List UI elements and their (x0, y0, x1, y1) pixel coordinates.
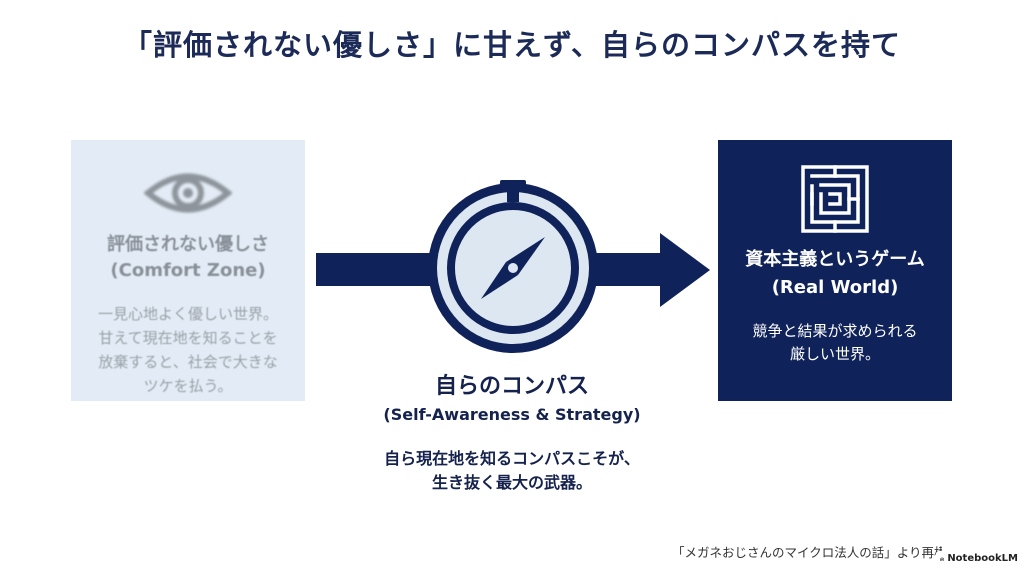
real-world-description: 競争と結果が求められる 厳しい世界。 (718, 320, 952, 366)
arrow-head (660, 233, 710, 307)
notebooklm-logo-icon (940, 557, 945, 561)
comfort-title: 評価されない優しさ (107, 234, 269, 255)
real-world-title: 資本主義というゲーム (745, 249, 925, 270)
comfort-description: 一見心地よく優しい世界。 甘えて現在地を知ることを 放棄すると、社会で大きな ツ… (79, 302, 297, 398)
compass-subheading: (Self-Awareness & Strategy) (383, 405, 641, 424)
real-world-subtitle: (Real World) (771, 277, 899, 298)
compass-line: 自ら現在地を知るコンパスこそが、 (384, 449, 640, 468)
comfort-line: 放棄すると、社会で大きな (98, 353, 278, 371)
comfort-line: 一見心地よく優しい世界。 (97, 305, 278, 323)
eye-icon (144, 173, 232, 213)
comfort-zone-card: 評価されない優しさ (Comfort Zone) 一見心地よく優しい世界。 甘え… (71, 140, 305, 401)
compass-heading: 自らのコンパス (434, 374, 589, 399)
comfort-line: ツケを払う。 (143, 377, 233, 395)
comfort-subtitle: (Comfort Zone) (110, 260, 266, 281)
comfort-heading: 評価されない優しさ (Comfort Zone) (71, 232, 305, 284)
real-world-heading: 資本主義というゲーム (Real World) (718, 246, 952, 302)
compass-description: 自ら現在地を知るコンパスこそが、 生き抜く最大の武器。 (312, 447, 712, 495)
real-world-card: 資本主義というゲーム (Real World) 競争と結果が求められる 厳しい世… (718, 140, 952, 401)
notebooklm-badge: NotebookLM (936, 551, 1018, 567)
badge-label: NotebookLM (947, 553, 1018, 564)
real-world-line: 競争と結果が求められる (752, 322, 918, 340)
real-world-line: 厳しい世界。 (789, 345, 880, 363)
compass-line: 生き抜く最大の武器。 (431, 473, 592, 492)
compass-icon (428, 180, 598, 353)
maze-icon (801, 165, 869, 233)
source-caption: 「メガネおじさんのマイクロ法人の話」より再構築 (672, 545, 942, 560)
comfort-line: 甘えて現在地を知ることを (98, 329, 278, 347)
page-title: 「評価されない優しさ」に甘えず、自らのコンパスを持て (123, 28, 901, 62)
